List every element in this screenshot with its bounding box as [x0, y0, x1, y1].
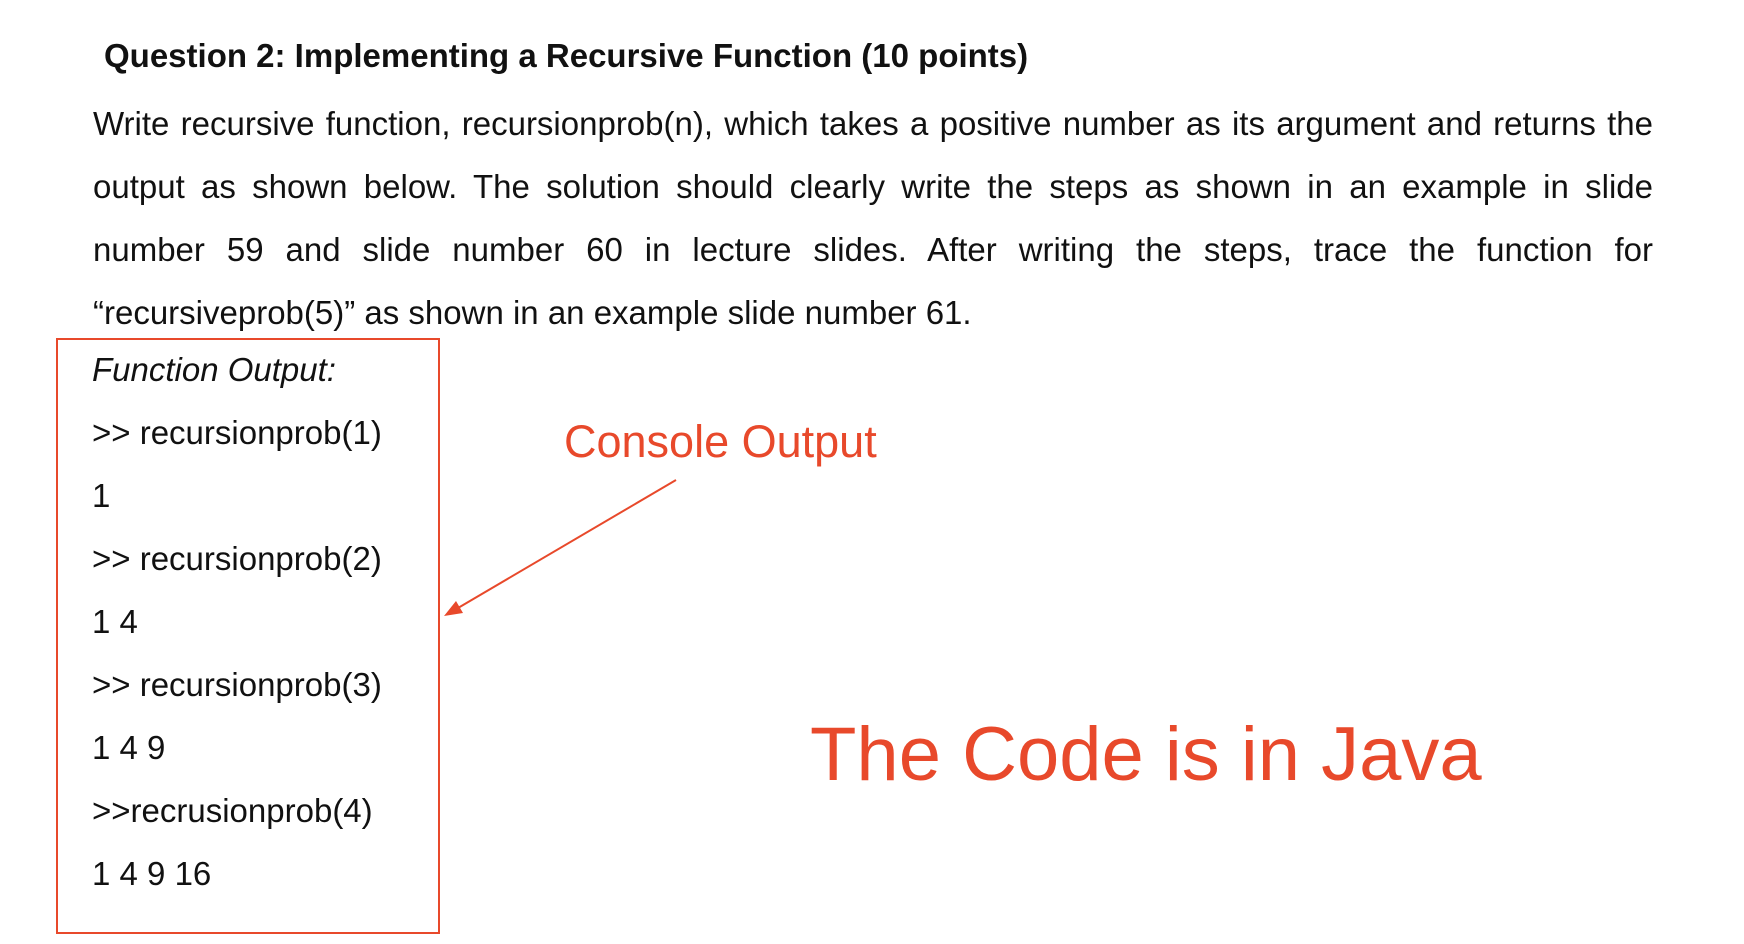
output-line-result: 1: [92, 477, 111, 514]
output-line-command: >> recursionprob(3): [92, 666, 382, 703]
output-line-result: 1 4: [92, 603, 138, 640]
function-output-heading: Function Output:: [92, 351, 336, 388]
console-output-label: Console Output: [564, 416, 877, 467]
output-line-result: 1 4 9 16: [92, 855, 212, 892]
question-title: Question 2: Implementing a Recursive Fun…: [104, 37, 1029, 74]
output-line-result: 1 4 9: [92, 729, 166, 766]
output-line-command: >>recrusionprob(4): [92, 792, 373, 829]
arrow-line: [457, 479, 677, 609]
output-line-command: >> recursionprob(2): [92, 540, 382, 577]
output-line-command: >> recursionprob(1): [92, 414, 382, 451]
arrow-head-icon: [444, 601, 463, 616]
question-body: Write recursive function, recursionprob(…: [93, 105, 1653, 331]
function-output-box: [56, 338, 440, 934]
java-note: The Code is in Java: [810, 712, 1482, 797]
